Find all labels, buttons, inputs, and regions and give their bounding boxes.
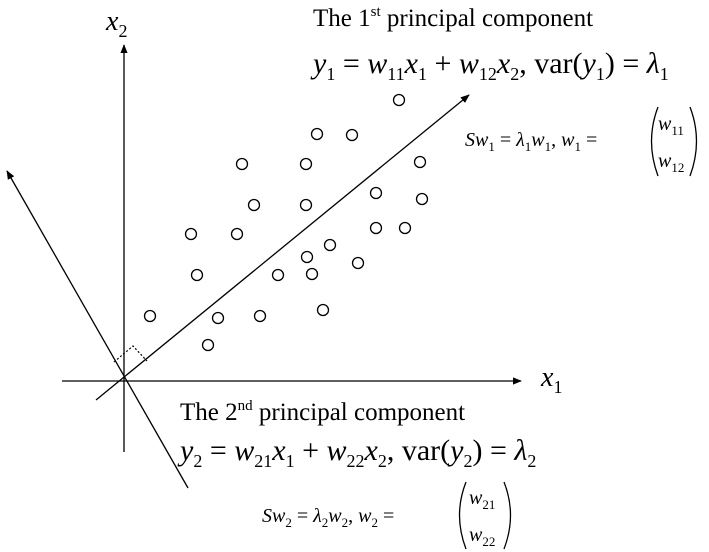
pc2-vector-top: w21 [469, 487, 495, 512]
pc1-eigen-relation: Sw1 = λ1w1, w1 = [465, 129, 597, 154]
pc2-vector-right-bracket [503, 481, 512, 550]
pc1-vector-top: w11 [658, 113, 684, 138]
data-point [299, 198, 313, 212]
data-point [369, 221, 383, 235]
pc1-vector-bottom: w12 [658, 150, 684, 175]
data-point [253, 309, 267, 323]
data-point [184, 227, 198, 241]
pc1-axis [95, 94, 470, 401]
data-point [305, 267, 319, 281]
data-point [230, 227, 244, 241]
pc2-vector-left-bracket [458, 481, 467, 550]
data-point [392, 93, 406, 107]
data-point [190, 268, 204, 282]
data-point [235, 157, 249, 171]
data-point [201, 338, 215, 352]
data-point [143, 309, 157, 323]
pc1-equation: y1 = w11x1 + w12x2, var(y1) = λ1 [310, 47, 669, 84]
pc2-equation: y2 = w21x1 + w22x2, var(y2) = λ2 [177, 434, 536, 471]
data-points [143, 93, 429, 352]
pc1-vector-right-bracket [689, 106, 698, 177]
right-angle-marker [113, 345, 148, 363]
pc2-axis [6, 170, 189, 489]
x2-axis-label: x2 [105, 6, 127, 41]
data-point [299, 157, 313, 171]
data-point [247, 198, 261, 212]
data-point [351, 256, 365, 270]
data-point [345, 128, 359, 142]
pc2-eigen-relation: Sw2 = λ2w2, w2 = [262, 505, 394, 530]
pc2-vector-bottom: w22 [469, 524, 495, 549]
data-point [211, 311, 225, 325]
data-point [316, 303, 330, 317]
data-point [271, 268, 285, 282]
pc1-title: The 1st principal component [313, 4, 593, 32]
data-point [413, 155, 427, 169]
pc2-title: The 2nd principal component [180, 398, 465, 426]
data-point [323, 238, 337, 252]
data-point [415, 192, 429, 206]
data-point [369, 186, 383, 200]
data-point [300, 250, 314, 264]
pc1-vector-left-bracket [650, 106, 659, 177]
data-point [310, 127, 324, 141]
x1-axis-label: x1 [540, 362, 562, 397]
data-point [398, 221, 412, 235]
